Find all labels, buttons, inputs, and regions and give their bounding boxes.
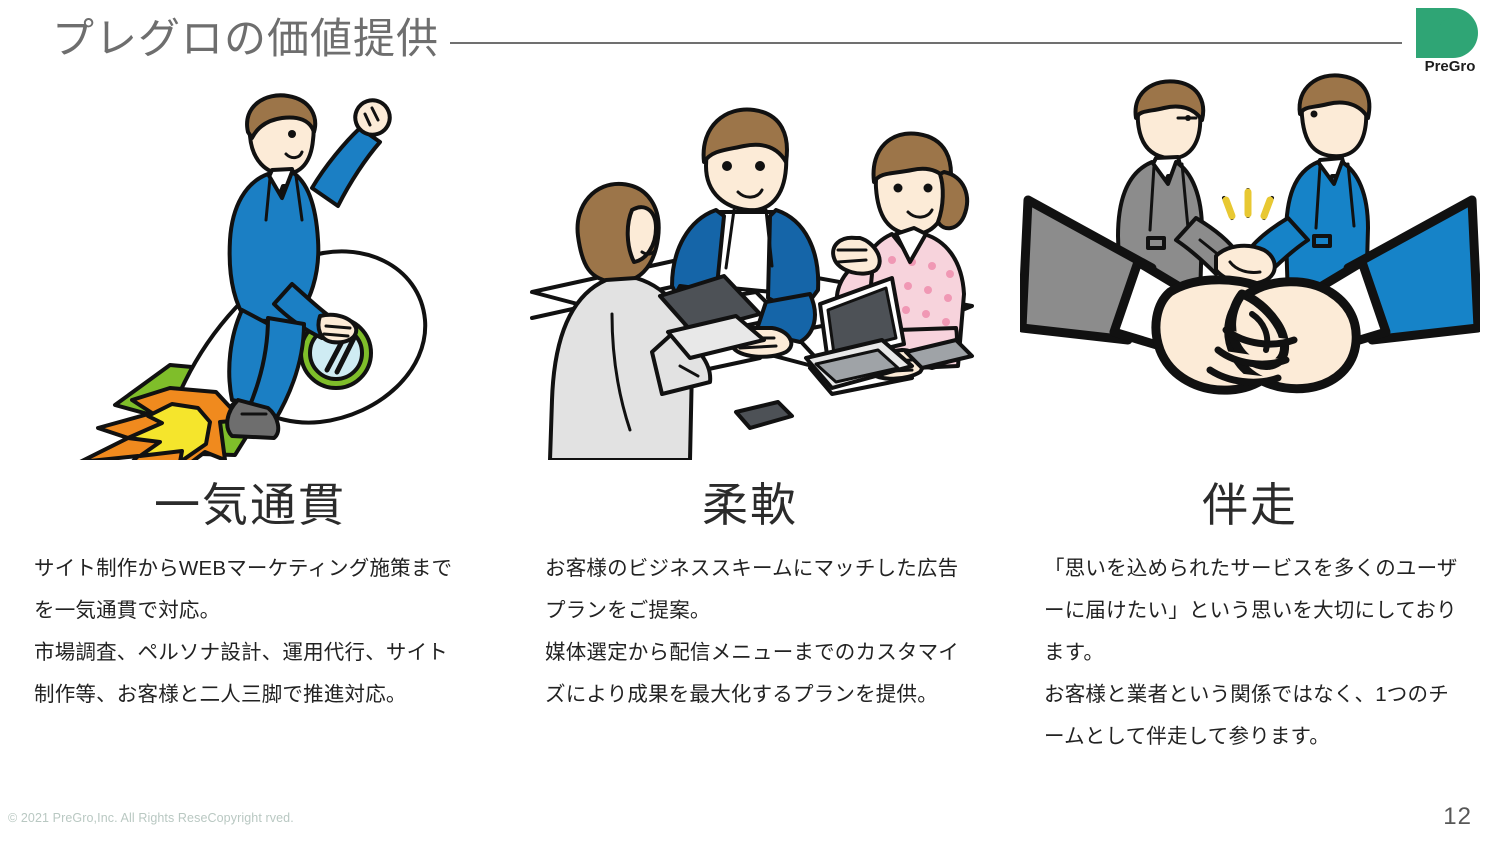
- title-divider-rule: [450, 42, 1402, 44]
- column-body-text: サイト制作からWEBマーケティング施策までを一気通貫で対応。 市場調査、ペルソナ…: [34, 557, 453, 706]
- pregro-p-logo-icon: [1416, 8, 1478, 58]
- pregro-logo: PreGro: [1412, 8, 1488, 80]
- page-number: 12: [1443, 803, 1472, 830]
- value-column-2: 柔軟 お客様のビジネススキームにマッチした広告プランをご提案。 媒体選定から配信…: [520, 70, 980, 770]
- business-meeting-with-laptops-illustration: [520, 70, 980, 460]
- handshake-partnership-illustration: [1020, 70, 1480, 460]
- column-heading: 柔軟: [702, 479, 798, 531]
- logo-wordmark: PreGro: [1424, 58, 1476, 75]
- column-heading: 伴走: [1202, 479, 1298, 531]
- value-column-3: 伴走 「思いを込められたサービスを多くのユーザーに届けたい」という思いを大切にし…: [1020, 70, 1480, 770]
- businessman-riding-rocket-illustration: [20, 70, 480, 460]
- value-column-1: 一気通貫 サイト制作からWEBマーケティング施策までを一気通貫で対応。 市場調査…: [20, 70, 480, 770]
- column-body-text: お客様のビジネススキームにマッチした広告プランをご提案。 媒体選定から配信メニュ…: [545, 557, 959, 706]
- footer-copyright: © 2021 PreGro,Inc. All Rights ReseCopyri…: [8, 811, 294, 825]
- slide-header: プレグロの価値提供 PreGro: [0, 0, 1500, 90]
- page-title: プレグロの価値提供: [52, 15, 440, 62]
- column-body-text: 「思いを込められたサービスを多くのユーザーに届けたい」という思いを大切にしており…: [1044, 557, 1458, 748]
- column-heading: 一気通貫: [154, 479, 346, 531]
